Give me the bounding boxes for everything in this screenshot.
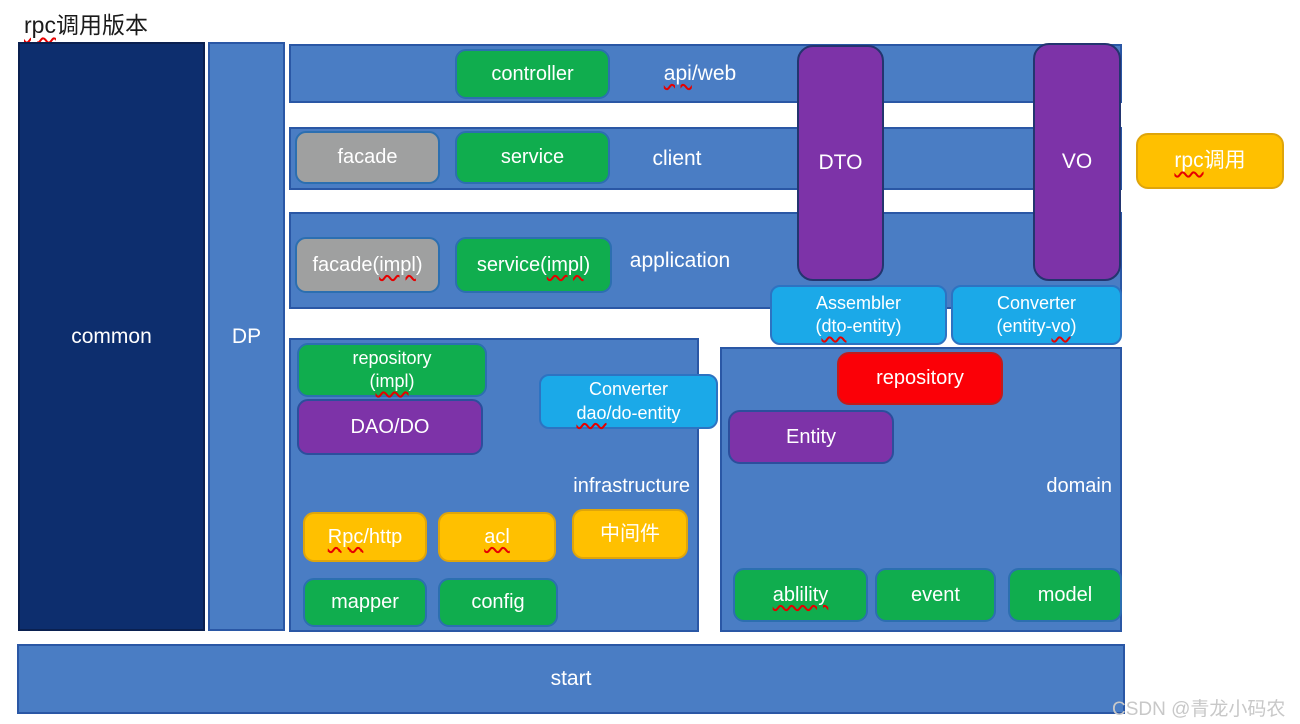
dp-column [208,42,285,631]
domain-repository-box: repository [837,352,1003,405]
application-label: application [629,248,731,272]
acl-box: acl [438,512,556,562]
watermark: CSDN @青龙小码农 [1112,699,1286,720]
facade-label: facade [337,146,398,168]
client-label: client [652,146,702,170]
page-title-rpc: rpc [24,12,56,38]
vo-label: VO [1061,150,1093,173]
start-bar [17,644,1125,714]
controller-label: controller [491,62,574,85]
dao-do-box: DAO/DO [297,399,483,455]
controller-box: controller [455,49,610,99]
facade-box: facade [295,131,440,184]
service-impl-box: service(impl) [455,237,612,293]
vo-pill: VO [1033,43,1121,281]
event-box: event [875,568,996,622]
domain-label: domain [1046,474,1112,497]
service-label: service [500,146,565,168]
ability-box: ablility [733,568,868,622]
page-title-rest: 调用版本 [55,12,148,38]
api-web-label: api/web [663,61,737,85]
middleware-box: 中间件 [572,509,688,559]
service-box: service [455,131,610,184]
page-title: rpc调用版本 [24,6,148,40]
config-box: config [438,578,558,627]
entity-box: Entity [728,410,894,464]
infrastructure-label: infrastructure [573,474,690,497]
api-web-layer [289,44,1122,103]
mapper-box: mapper [303,578,427,627]
rpc-call-box: rpc调用 [1136,133,1284,189]
assembler-box: Assembler (dto-entity) [770,285,947,345]
model-box: model [1008,568,1122,622]
converter-entity-vo-box: Converter (entity-vo) [951,285,1122,345]
common-label: common [71,324,152,348]
converter-dao-do-entity-box: Converter dao/do-entity [539,374,718,429]
dto-label: DTO [818,151,863,174]
dto-pill: DTO [797,45,884,281]
common-column [18,42,205,631]
dp-label: DP [231,324,262,348]
start-label: start [550,667,592,690]
repository-impl-box: repository (impl) [297,343,487,397]
rpc-http-box: Rpc/http [303,512,427,562]
facade-impl-box: facade(impl) [295,237,440,293]
